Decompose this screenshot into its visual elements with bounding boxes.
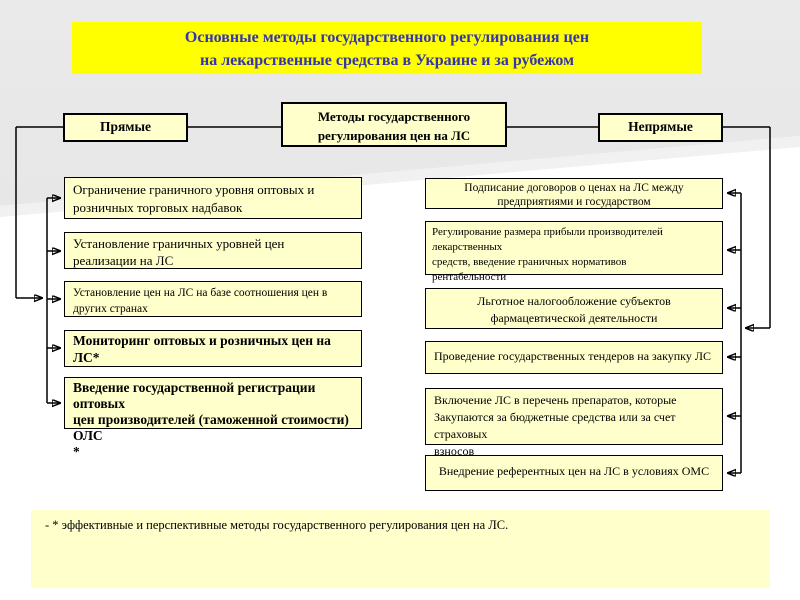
direct-method-box-1: Ограничение граничного уровня оптовых и … xyxy=(64,177,362,219)
indirect-method-box-4: Проведение государственных тендеров на з… xyxy=(425,341,723,374)
slide-title: Основные методы государственного регулир… xyxy=(72,22,702,74)
direct-method-box-3: Установление цен на ЛС на базе соотношен… xyxy=(64,281,362,317)
indirect-method-box-5: Включение ЛС в перечень препаратов, кото… xyxy=(425,388,723,458)
indirect-method-box-2: Регулирование размера прибыли производит… xyxy=(425,221,723,283)
branch-direct-label: Прямые xyxy=(63,113,188,142)
indirect-method-box-6: Внедрение референтных цен на ЛС в услови… xyxy=(425,455,723,491)
indirect-method-box-1: Подписание договоров о ценах на ЛС между… xyxy=(425,178,723,209)
root-node: Методы государственного регулирования це… xyxy=(281,102,507,147)
direct-method-box-4: Мониторинг оптовых и розничных цен на ЛС… xyxy=(64,330,362,367)
branch-indirect-label: Непрямые xyxy=(598,113,723,142)
indirect-method-box-3: Льготное налогообложение субъектов фарма… xyxy=(425,288,723,329)
direct-method-box-5: Введение государственной регистрации опт… xyxy=(64,377,362,459)
direct-method-box-2: Установление граничных уровней цен реали… xyxy=(64,232,362,269)
footnote: - * эффективные и перспективные методы г… xyxy=(31,510,770,588)
